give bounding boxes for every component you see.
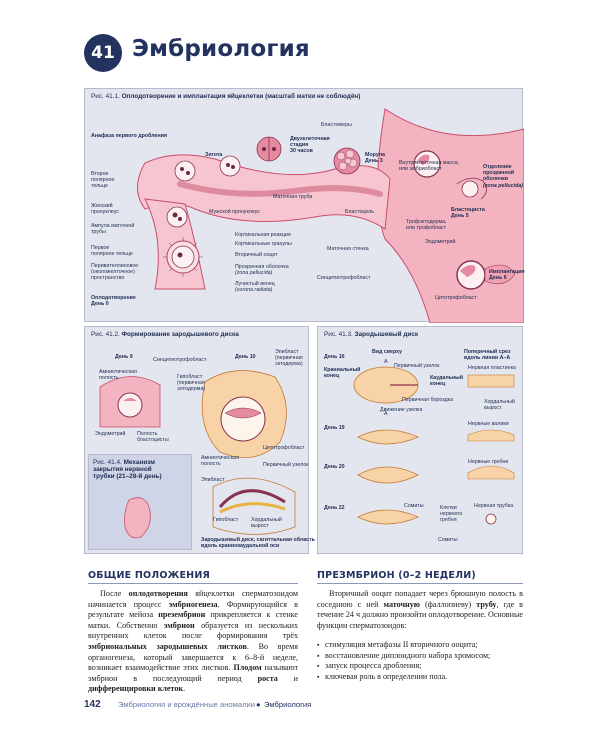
section-preembryo-heading: ПРЕЗМБРИОН (0–2 НЕДЕЛИ) bbox=[317, 570, 476, 581]
sperm-functions-list: стимуляция метафазы II вторичного ооцита… bbox=[317, 640, 523, 682]
label-neural-tube: Нервная трубка bbox=[474, 503, 514, 509]
label-somites-2: Сомиты bbox=[438, 537, 458, 543]
list-item: ключевая роль в определении пола. bbox=[317, 672, 523, 683]
label-top-view: Вид сверху bbox=[372, 349, 403, 355]
label-secondary-oocyte: Вторичный ооцит bbox=[235, 252, 278, 258]
section-general-heading: ОБЩИЕ ПОЛОЖЕНИЯ bbox=[88, 570, 210, 581]
label-cortical-reaction: Кортикальная реакция bbox=[235, 232, 291, 238]
label-day16: День 16 bbox=[324, 354, 345, 360]
label-cytotroph: Цитотрофобласт bbox=[435, 295, 477, 301]
embryonic-disc-illustration bbox=[353, 366, 515, 525]
label-day19: День 19 bbox=[324, 425, 345, 431]
label-zygote: Зигота bbox=[205, 152, 223, 158]
label-endometrium-2: Эндометрий bbox=[95, 431, 126, 437]
label-day9: День 9 bbox=[115, 354, 133, 360]
figure-41-3: Рис. 41.3. Зародышевый диск День 16 Вид … bbox=[317, 326, 523, 554]
figure-41-2-title: Рис. 41.2. Формирование зародышевого дис… bbox=[91, 331, 239, 338]
section-general-text: После оплодотворения яйцеклетки спермато… bbox=[88, 589, 299, 694]
figure-41-1-title: Рис. 41.1. Оплодотворение и имплантация … bbox=[91, 93, 361, 100]
label-blastocoel: Бластоцель bbox=[345, 209, 375, 215]
label-a-top: A bbox=[384, 359, 388, 365]
page-number: 142 bbox=[84, 699, 101, 710]
section-general-rule bbox=[88, 583, 298, 584]
label-cortical-granules: Кортикальные гранулы bbox=[235, 241, 292, 247]
label-primitive-node: Первичный узелок bbox=[263, 462, 309, 468]
footer-chapter: Эмбриология bbox=[264, 700, 312, 709]
section-preembryo-rule bbox=[317, 583, 523, 584]
label-icm: Внутриклеточная масса,или эмбриобласт bbox=[399, 160, 460, 173]
label-day10: День 10 bbox=[235, 354, 256, 360]
label-primitive-streak: Первичная бороздка bbox=[402, 397, 454, 403]
label-somites: Сомиты bbox=[404, 503, 424, 509]
label-endometrium: Эндометрий bbox=[425, 239, 456, 245]
label-uterine-tube: Маточная труба bbox=[273, 194, 313, 200]
section-preembryo-text: Вторичный ооцит попадает через брюшную п… bbox=[317, 589, 523, 630]
label-perivitelline: Перивителлиновое(околожелточное)простран… bbox=[91, 263, 139, 282]
label-trophectoderm: Трофэктодерма,или трофобласт bbox=[406, 219, 447, 232]
chapter-title: Эмбриология bbox=[132, 36, 310, 62]
neural-tube-closure-illustration bbox=[124, 497, 151, 539]
label-node-movement: Движение узелка bbox=[380, 407, 423, 413]
label-day20: День 20 bbox=[324, 464, 345, 470]
list-item: стимуляция метафазы II вторичного ооцита… bbox=[317, 640, 523, 651]
fertilization-illustration bbox=[137, 108, 524, 323]
figure-41-1: Рис. 41.1. Оплодотворение и имплантация … bbox=[84, 88, 525, 323]
label-epiblast-2: Эпибласт bbox=[201, 477, 225, 483]
list-item: запуск процесса дробления; bbox=[317, 661, 523, 672]
list-item: восстановление диплоидного набора хромос… bbox=[317, 651, 523, 662]
label-neural-folds: Нервные валики bbox=[468, 421, 509, 427]
label-hypoblast-2: Гипобласт bbox=[213, 517, 239, 523]
label-male-pn: Мужской пронуклеус bbox=[209, 209, 261, 215]
label-a-bottom: A bbox=[384, 411, 388, 417]
label-corona: Лучистый венец(corona radiata) bbox=[235, 281, 275, 294]
label-syncytio: Синцитиотрофобласт bbox=[317, 275, 371, 281]
label-uterine-wall: Маточная стенка bbox=[327, 246, 369, 252]
chapter-badge: 41 bbox=[84, 34, 122, 72]
label-neural-crests: Нервные гребни bbox=[468, 459, 509, 465]
label-cytotroph-2: Цитотрофобласт bbox=[263, 445, 305, 451]
label-anaphase: Анафаза первого дробления bbox=[91, 133, 168, 139]
label-neural-plate: Нервная пластинка bbox=[468, 365, 516, 371]
label-day22: День 22 bbox=[324, 505, 345, 511]
figure-41-3-title: Рис. 41.3. Зародышевый диск bbox=[324, 331, 419, 338]
footer-book-title: Эмбриология и врождённые аномалии bbox=[118, 700, 256, 709]
label-zona: Прозрачная оболочка(zona pellucida) bbox=[235, 264, 289, 277]
footer-separator: ● bbox=[256, 700, 261, 709]
label-primitive-node-3: Первичный узелок bbox=[394, 363, 440, 369]
label-syncytio-2: Синцитиотрофобласт bbox=[153, 357, 207, 363]
label-blastomeres: Бластомеры bbox=[321, 122, 352, 128]
figure-41-2: Рис. 41.2. Формирование зародышевого дис… bbox=[84, 326, 315, 554]
